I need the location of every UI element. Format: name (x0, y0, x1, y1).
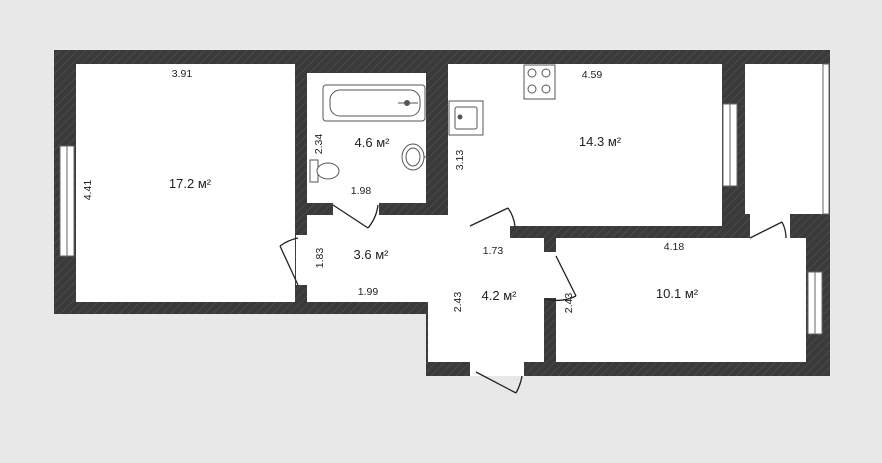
hall-depth: 2.43 (452, 292, 464, 313)
door-icon (469, 207, 516, 227)
kitchen-depth: 3.13 (454, 150, 466, 171)
door-icon (279, 237, 299, 286)
bedroom-area: 10.1 м² (656, 286, 699, 301)
hall-width: 1.73 (483, 245, 504, 257)
living-area: 17.2 м² (169, 176, 212, 191)
bathroom-area: 4.6 м² (355, 135, 391, 150)
living-width: 3.91 (172, 68, 193, 80)
corridor-width: 1.99 (358, 286, 379, 298)
kitchen-width: 4.59 (582, 69, 603, 81)
window-icon (722, 103, 738, 187)
fixtures (309, 64, 556, 183)
living-room (76, 64, 295, 302)
bedroom (556, 238, 806, 362)
door-icon (475, 371, 523, 394)
kitchen-area: 14.3 м² (579, 134, 622, 149)
corridor-depth: 1.83 (314, 248, 326, 269)
window-icon (822, 63, 830, 215)
washbasin-icon (401, 143, 428, 171)
door-icon (545, 255, 577, 302)
balcony (745, 64, 823, 214)
doors (279, 204, 787, 394)
toilet-icon (309, 159, 340, 183)
living-depth: 4.41 (82, 180, 94, 201)
bedroom-depth: 2.43 (563, 293, 575, 314)
door-icon (332, 204, 379, 229)
window-icon (59, 145, 75, 257)
room-floors (76, 64, 823, 376)
bathroom-width: 1.98 (351, 185, 372, 197)
dimension-labels: 3.91 4.41 1.98 2.34 4.59 3.13 1.99 1.83 … (82, 68, 684, 313)
corridor (307, 215, 428, 302)
bathtub-icon (322, 84, 426, 122)
kitchen-sink-icon (448, 100, 484, 136)
bathroom-depth: 2.34 (313, 134, 325, 155)
hall-area: 4.2 м² (482, 288, 518, 303)
window-icon (807, 271, 823, 335)
door-icon (749, 221, 787, 239)
kitchen (448, 64, 722, 226)
stove-icon (523, 64, 556, 100)
windows (59, 63, 830, 335)
bedroom-width: 4.18 (664, 241, 685, 253)
corridor-area: 3.6 м² (354, 247, 390, 262)
area-labels: 17.2 м² 4.6 м² 14.3 м² 3.6 м² 4.2 м² 10.… (169, 134, 699, 303)
